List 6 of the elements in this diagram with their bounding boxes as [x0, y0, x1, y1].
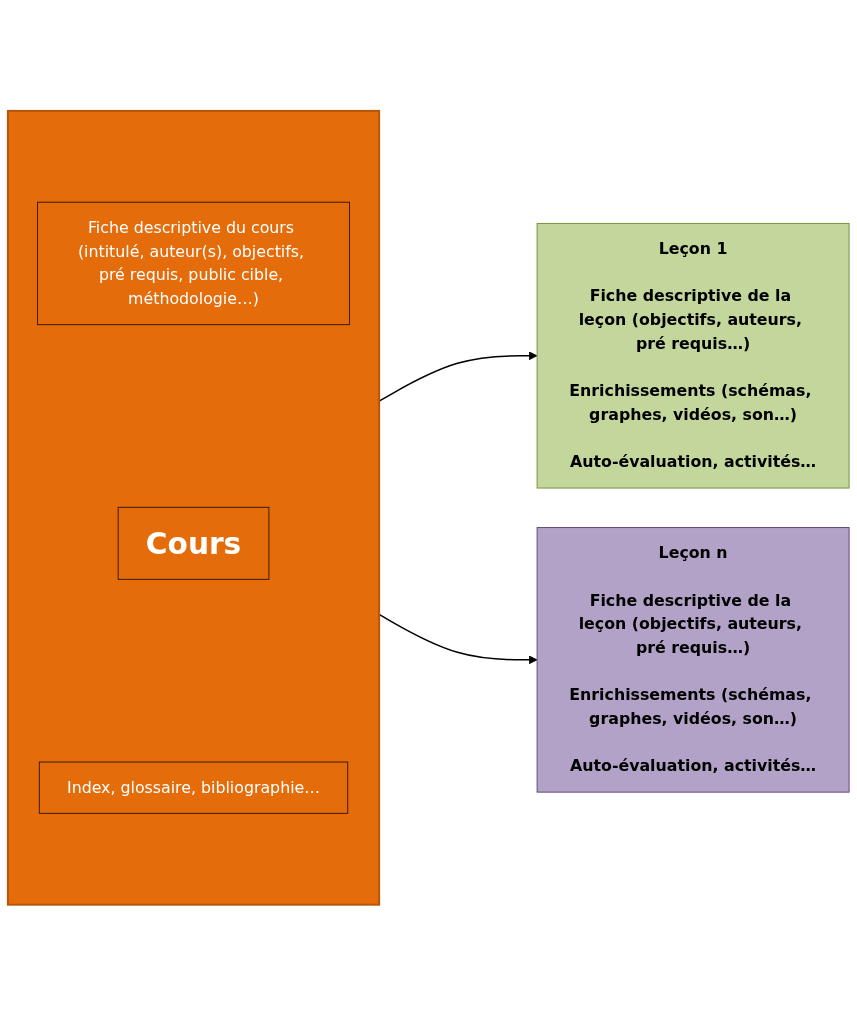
cluster: [6, 110, 381, 906]
node-box: Cours: [117, 507, 270, 581]
node-box: Index, glossaire, bibliographie…: [38, 761, 349, 815]
node-box: Leçon 1 Fiche descriptive de la leçon (objectifs, auteurs, pré requis…) Enrichissements (schémas, graphes, vidéos, son…) Auto-évaluation, activités…: [536, 223, 850, 489]
node-box: Fiche descriptive du cours (intitulé, auteur(s), objectifs, pré requis, public cible, méthodologie…): [37, 201, 350, 326]
node-box: Leçon n Fiche descriptive de la leçon (objectifs, auteurs, pré requis…) Enrichissements (schémas, graphes, vidéos, son…) Auto-évaluation, activités…: [536, 527, 850, 793]
